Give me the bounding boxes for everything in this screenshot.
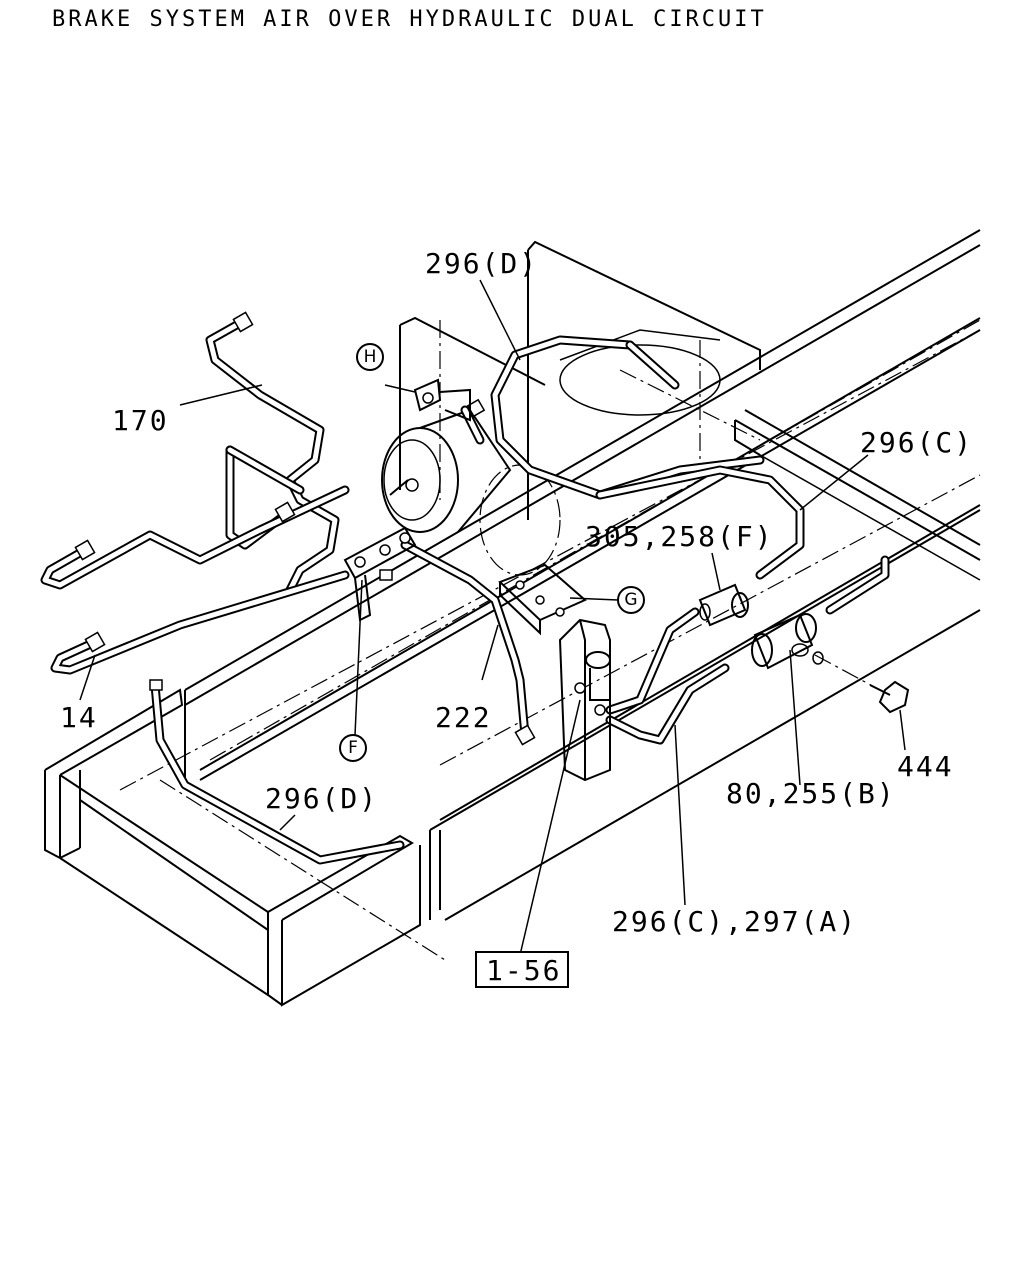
callout-170: 170 [112, 404, 169, 437]
bracket [498, 563, 587, 636]
callouts: 170 14 296(D) 296(C) 305,258(F) 222 296(… [60, 247, 973, 988]
callout-305-258f: 305,258(F) [585, 520, 774, 553]
air-booster [381, 408, 512, 533]
junction-block [343, 526, 417, 622]
callout-80-255b: 80,255(B) [726, 777, 896, 810]
brake-pipes [40, 317, 890, 865]
coupler [698, 583, 749, 627]
callout-296d-bottom: 296(D) [265, 782, 378, 815]
reference-box [475, 951, 569, 988]
pipe-fittings [74, 311, 536, 746]
marker-f-label: F [348, 738, 358, 758]
callout-296d-top: 296(D) [425, 247, 538, 280]
frame-rails [44, 229, 981, 1007]
marker-h-circle [356, 343, 384, 371]
diagram-title: BRAKE SYSTEM AIR OVER HYDRAULIC DUAL CIR… [52, 7, 767, 32]
valve-assembly [558, 618, 611, 782]
h-fitting [413, 378, 471, 422]
bolt [869, 680, 910, 714]
callout-296c: 296(C) [860, 426, 973, 459]
marker-g-label: G [624, 590, 637, 610]
markers: H G F [339, 343, 645, 762]
callout-296c-297a: 296(C),297(A) [612, 905, 857, 938]
reference-box-label: 1-56 [486, 954, 561, 987]
callout-444: 444 [897, 750, 954, 783]
leader-lines [79, 279, 906, 956]
marker-h-label: H [364, 347, 377, 367]
center-lines [119, 319, 981, 961]
tee-fitting [751, 613, 881, 691]
callout-222: 222 [435, 701, 492, 734]
marker-g-circle [617, 586, 645, 614]
marker-f-circle [339, 734, 367, 762]
callout-14: 14 [60, 701, 98, 734]
